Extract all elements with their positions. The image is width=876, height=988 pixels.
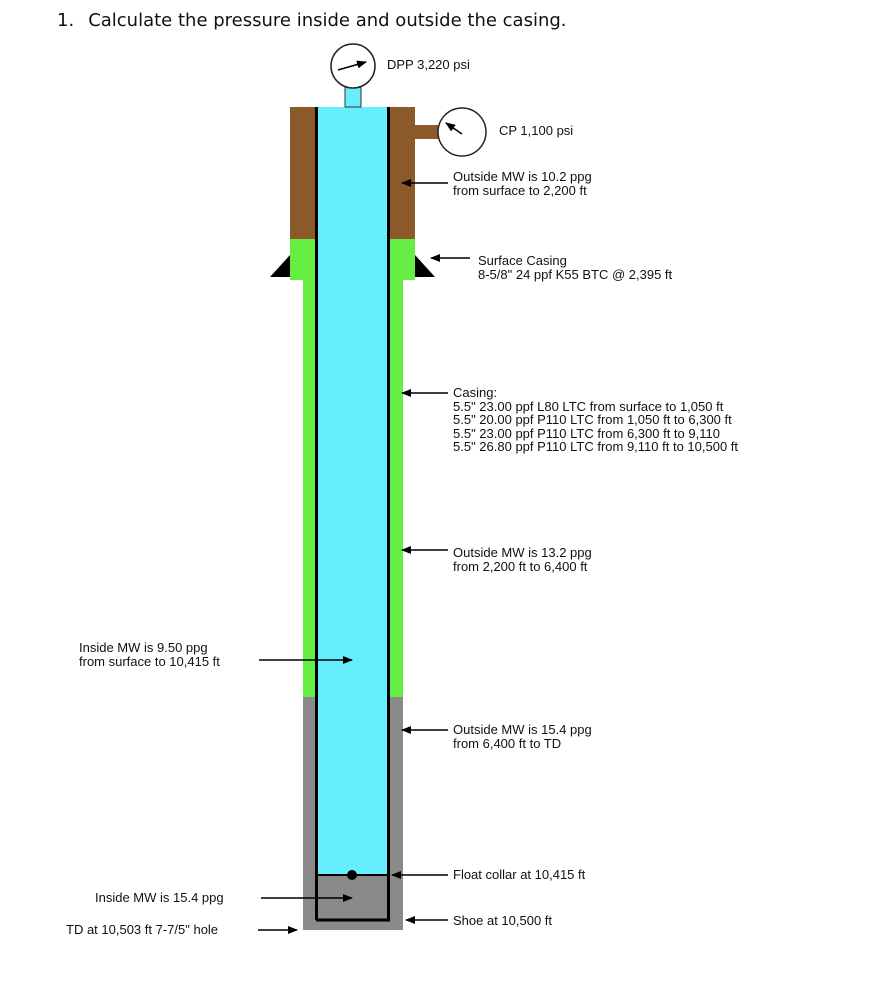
surface-casing-label: Surface Casing 8-5/8" 24 ppf K55 BTC @ 2… <box>478 254 672 281</box>
surface-casing-line-2: 8-5/8" 24 ppf K55 BTC @ 2,395 ft <box>478 266 673 282</box>
annulus-mud-bottom-right <box>390 697 403 930</box>
dpp-gauge-needle <box>337 60 367 71</box>
annulus-mud-mid-right <box>390 239 415 697</box>
outside-mw-top-line-1: Outside MW is 10.2 ppg <box>453 169 592 184</box>
casing-line-4: 5.5" 23.00 ppf P110 LTC from 6,300 ft to… <box>453 425 720 441</box>
cp-gauge-stem <box>412 125 438 139</box>
inside-mw-bottom-label: Inside MW is 15.4 ppg <box>95 890 224 905</box>
casing-line-1: Casing: <box>453 385 498 400</box>
annulus-mud-top-left <box>290 107 315 239</box>
casing-line-5: 5.5" 26.80 ppf P110 LTC from 9,110 ft to… <box>453 439 739 454</box>
casing-label: Casing: 5.5" 23.00 ppf L80 LTC from surf… <box>453 386 738 454</box>
shoe-label: Shoe at 10,500 ft <box>453 913 553 928</box>
outside-mw-mid-label: Outside MW is 13.2 ppg from 2,200 ft to … <box>453 546 592 573</box>
outside-mw-top-line-2: from surface to 2,200 ft <box>453 182 587 198</box>
outside-mw-mid-line-1: Outside MW is 13.2 ppg <box>453 545 592 560</box>
cp-gauge-icon <box>437 107 487 157</box>
question-text: Calculate the pressure inside and outsid… <box>88 10 567 31</box>
inside-mw-top-line-1: Inside MW is 9.50 ppg <box>79 640 208 655</box>
annulus-mud-mid-left <box>290 239 315 697</box>
question-number: 1. <box>57 10 75 31</box>
float-collar-dot <box>347 870 357 880</box>
outside-mw-top-label: Outside MW is 10.2 ppg from surface to 2… <box>453 170 592 197</box>
inside-mw-top-label: Inside MW is 9.50 ppg from surface to 10… <box>79 641 220 668</box>
question-title: 1. Calculate the pressure inside and outs… <box>57 10 567 31</box>
outside-mw-bottom-line-2: from 6,400 ft to TD <box>453 735 562 751</box>
td-label: TD at 10,503 ft 7-7/5" hole <box>66 922 219 937</box>
surface-casing-line-1: Surface Casing <box>478 253 567 268</box>
dpp-gauge-stem <box>344 85 362 108</box>
inside-mw-top-line-2: from surface to 10,415 ft <box>79 653 220 669</box>
outside-mw-mid-line-2: from 2,200 ft to 6,400 ft <box>453 558 588 574</box>
outside-mw-bottom-line-1: Outside MW is 15.4 ppg <box>453 722 592 737</box>
surface-casing-shoe-left <box>270 255 290 277</box>
outside-mw-bottom-label: Outside MW is 15.4 ppg from 6,400 ft to … <box>453 723 592 750</box>
float-collar-label: Float collar at 10,415 ft <box>453 867 586 882</box>
casing-line-2: 5.5" 23.00 ppf L80 LTC from surface to 1… <box>453 398 724 414</box>
annulus-mud-bottom-left <box>303 697 315 930</box>
cp-label: CP 1,100 psi <box>499 123 574 138</box>
casing-line-3: 5.5" 20.00 ppf P110 LTC from 1,050 ft to… <box>453 412 732 427</box>
annulus-mud-top-right <box>390 107 415 239</box>
surface-casing-shoe-right <box>415 255 435 277</box>
inside-fluid <box>318 107 387 875</box>
cp-gauge-needle <box>445 122 463 135</box>
dpp-label: DPP 3,220 psi <box>387 57 470 72</box>
